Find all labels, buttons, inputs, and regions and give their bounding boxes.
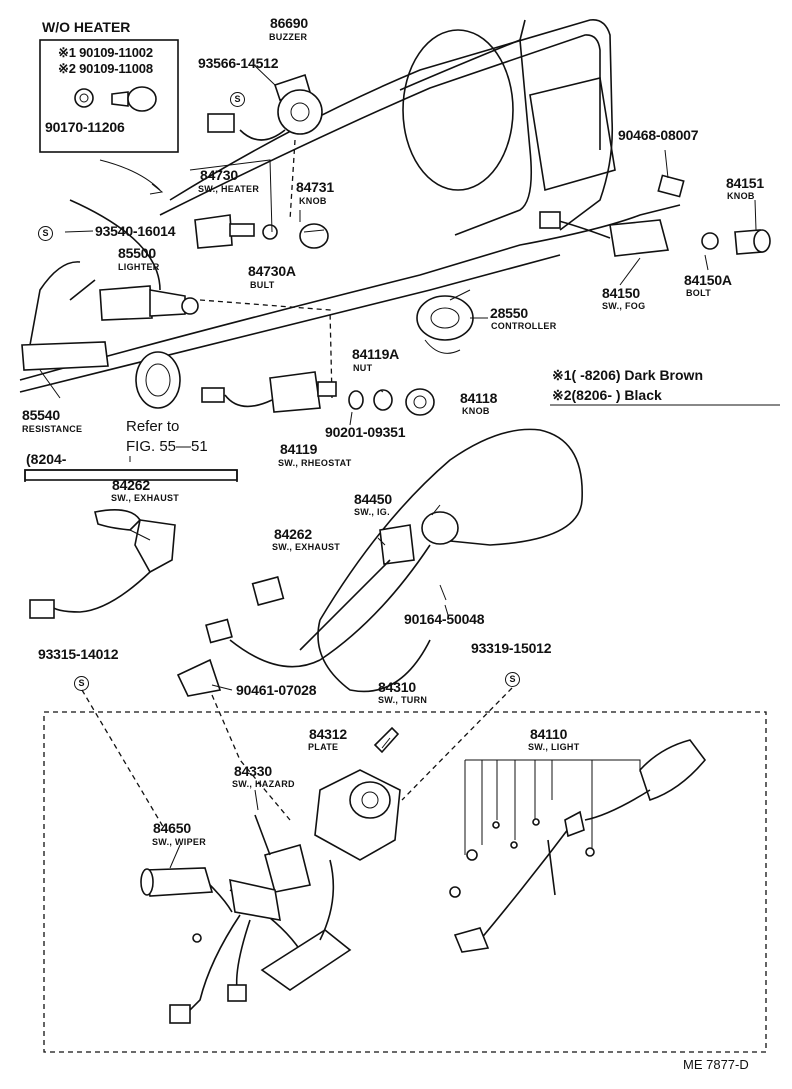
range-8204-label: (8204-: [26, 451, 67, 467]
combination-switch-box: [43, 711, 767, 1053]
part-84330: 84330: [234, 763, 272, 779]
rheostat-part: [201, 371, 435, 416]
part-84450: 84450: [354, 491, 392, 507]
part-90468-08007: 90468-08007: [618, 127, 699, 143]
part-84150a: 84150A: [684, 272, 732, 288]
part-84310: 84310: [378, 679, 416, 695]
nut-label: NUT: [353, 363, 373, 373]
knob-84151-label: KNOB: [727, 191, 755, 201]
part-93566-14512: 93566-14512: [198, 55, 279, 71]
s-mark-icon: S: [230, 92, 245, 107]
controller-label: CONTROLLER: [491, 321, 557, 331]
dashboard-panel: [19, 18, 681, 393]
column-cover: [317, 428, 583, 693]
part-84730: 84730: [200, 167, 238, 183]
bult-label: BULT: [250, 280, 275, 290]
fog-switch-part: [539, 174, 771, 257]
sw-turn-label: SW., TURN: [378, 695, 428, 705]
part-90461-07028: 90461-07028: [236, 682, 317, 698]
sw-exhaust-label: SW., EXHAUST: [272, 542, 341, 552]
resistance-label: RESISTANCE: [22, 424, 83, 434]
sw-light-label: SW., LIGHT: [528, 742, 580, 752]
light-switch-part: [449, 739, 707, 953]
controller-part: [416, 289, 474, 354]
legend-note2: ※2(8206- ) Black: [552, 387, 662, 403]
s-mark-icon: S: [74, 676, 89, 691]
part-85540: 85540: [22, 407, 60, 423]
sw-fog-label: SW., FOG: [602, 301, 646, 311]
part-84119a: 84119A: [352, 346, 400, 362]
buzzer-part: [207, 73, 323, 221]
part-84150: 84150: [602, 285, 640, 301]
resistance-part: [21, 261, 109, 371]
part-93319-15012: 93319-15012: [471, 640, 552, 656]
note2-part-label: ※2 90109-11008: [58, 61, 153, 76]
part-84312: 84312: [309, 726, 347, 742]
lighter-part: [99, 285, 333, 409]
range-bracket: [24, 469, 238, 482]
s-mark-icon: S: [505, 672, 520, 687]
exhaust-switch-inset-part: [29, 509, 176, 619]
lighter-label: LIGHTER: [118, 262, 160, 272]
part-84262-inset: 84262: [112, 477, 150, 493]
part-86690: 86690: [270, 15, 308, 31]
part-84151: 84151: [726, 175, 764, 191]
knob-84731-label: KNOB: [299, 196, 327, 206]
ignition-switch-part: [176, 511, 459, 697]
part-84730a: 84730A: [248, 263, 296, 279]
wo-heater-box: [39, 39, 179, 153]
sw-wiper-label: SW., WIPER: [152, 837, 207, 847]
drawing-number: ME 7877-D: [683, 1057, 749, 1072]
part-84110: 84110: [530, 726, 568, 742]
sw-heater-label: SW., HEATER: [198, 184, 260, 194]
wo-heater-label: W/O HEATER: [42, 19, 131, 35]
inset-arrow: [99, 159, 161, 191]
part-90201-09351: 90201-09351: [325, 424, 406, 440]
turn-switch-part: [169, 726, 401, 1024]
s-mark-icon: S: [38, 226, 53, 241]
part-28550: 28550: [490, 305, 528, 321]
sw-exhaust-inset-label: SW., EXHAUST: [111, 493, 180, 503]
refer-to-label: Refer to: [126, 418, 180, 435]
sw-ig-label: SW., IG.: [354, 507, 390, 517]
part-84731: 84731: [296, 179, 334, 195]
part-84650: 84650: [153, 820, 191, 836]
part-84118: 84118: [460, 390, 498, 406]
wiper-switch-part: [140, 867, 233, 943]
sw-hazard-label: SW., HAZARD: [232, 779, 295, 789]
heater-switch-part: [189, 159, 278, 249]
knob-84731-part: [299, 223, 329, 249]
part-93540-16014: 93540-16014: [95, 223, 176, 239]
buzzer-label: BUZZER: [269, 32, 308, 42]
part-90170-11206: 90170-11206: [45, 119, 125, 135]
part-93315-14012: 93315-14012: [38, 646, 119, 662]
legend-note1: ※1( -8206) Dark Brown: [552, 367, 703, 383]
note1-part-label: ※1 90109-11002: [58, 45, 153, 60]
grommet-icon: [111, 91, 129, 107]
bolt-label: BOLT: [686, 288, 712, 298]
part-85500: 85500: [118, 245, 156, 261]
part-84262: 84262: [274, 526, 312, 542]
nut-icon: [74, 88, 94, 108]
figure-reference: FIG. 55—51: [126, 438, 208, 455]
knob-84118-label: KNOB: [462, 406, 490, 416]
leader-93540: [64, 230, 94, 233]
part-90164-50048: 90164-50048: [404, 611, 485, 627]
plate-label: PLATE: [308, 742, 339, 752]
part-84119: 84119: [280, 441, 318, 457]
sw-rheostat-label: SW., RHEOSTAT: [278, 458, 352, 468]
